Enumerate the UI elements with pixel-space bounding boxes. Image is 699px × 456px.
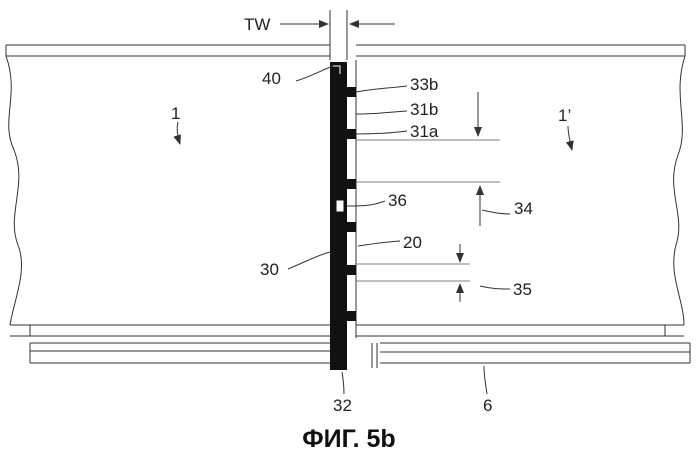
label-35: 35 [513,280,532,299]
label-6: 6 [483,396,492,415]
label-33b: 33b [410,75,438,94]
label-1-prime: 1’ [558,106,571,125]
label-34: 34 [514,199,533,218]
label-36: 36 [388,191,407,210]
label-30: 30 [260,260,279,279]
base-strip [30,343,690,368]
label-32: 32 [333,396,352,415]
panel-left [6,45,330,336]
label-31b: 31b [410,100,438,119]
label-20: 20 [403,233,422,252]
figure-caption: ФИГ. 5b [302,425,395,453]
tw-dimension: TW [244,15,395,34]
joint-strip [330,62,356,370]
label-1: 1 [171,104,180,123]
label-31a: 31a [410,122,439,141]
leader-lines [177,66,572,394]
label-tw: TW [244,15,270,34]
label-40: 40 [262,69,281,88]
